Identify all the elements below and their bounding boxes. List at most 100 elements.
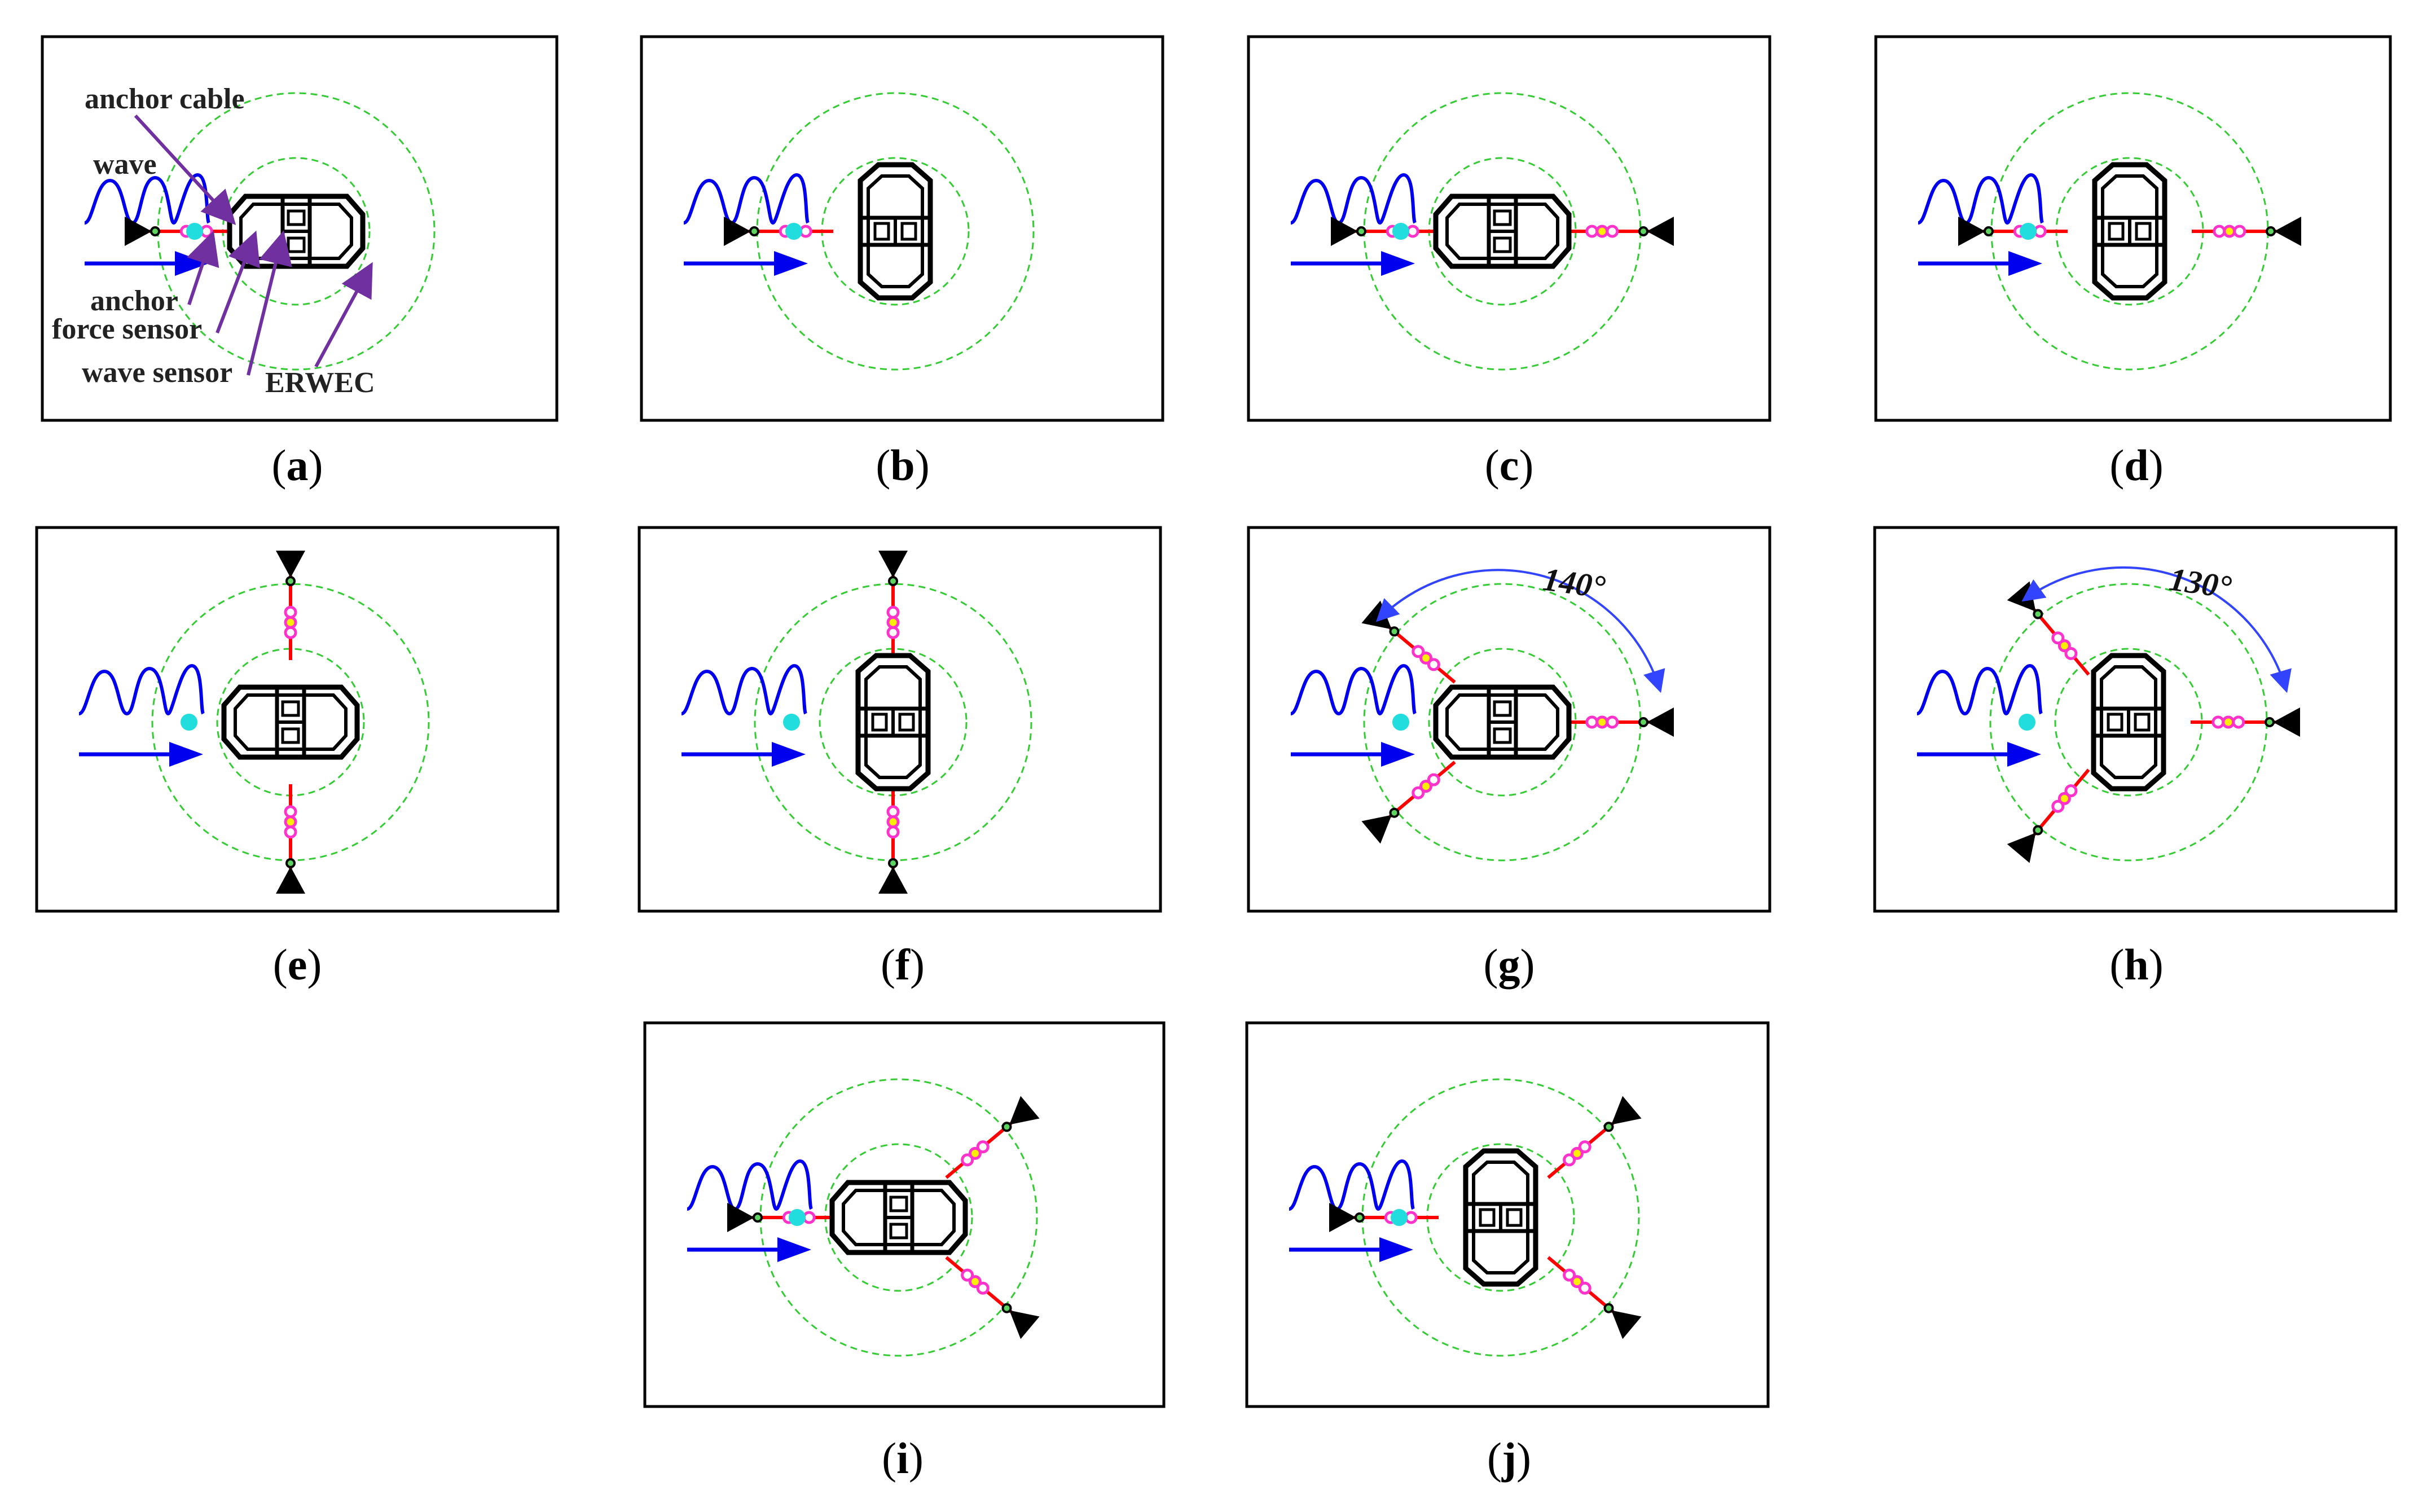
force-sensor-link: [961, 1153, 974, 1167]
pto-box: [1493, 700, 1512, 717]
erwec-device: [855, 653, 931, 792]
annotation-arrow: [134, 114, 236, 225]
force-sensor-link: [886, 805, 900, 819]
force-sensor-link: [1563, 1268, 1576, 1282]
wave-icon: [1288, 1159, 1415, 1211]
pto-box: [900, 222, 917, 241]
erwec-device: [1433, 194, 1572, 269]
erwec-device: [1433, 684, 1572, 760]
force-sensor-link: [1412, 645, 1425, 658]
anchor-icon: [1958, 217, 1985, 246]
panel-label-g: (g): [1483, 940, 1535, 989]
force-sensor-link: [2051, 799, 2065, 813]
force-sensor-link: [2233, 225, 2246, 238]
force-sensor-link: [976, 1140, 990, 1154]
angle-annotation: 130°: [2021, 561, 2292, 693]
force-sensor-link: [1585, 225, 1599, 238]
panel-label-c: (c): [1484, 441, 1534, 490]
panel-j: [1245, 1021, 1770, 1408]
force-sensor-link: [284, 805, 297, 819]
panel-f: [637, 526, 1162, 913]
panel-label-h: (h): [2109, 940, 2164, 989]
wave-icon: [686, 1159, 813, 1211]
wave-sensor: [2020, 223, 2037, 240]
anchor-label: anchor: [90, 285, 178, 317]
anchor-icon: [878, 551, 908, 578]
wave-sensor: [783, 714, 800, 731]
force-sensor-link: [886, 626, 900, 639]
panel-label-f: (f): [881, 940, 925, 989]
wave-icon: [1917, 173, 2044, 225]
mooring-line: [724, 217, 833, 246]
pto-box: [2134, 713, 2151, 732]
mooring-line: [1331, 217, 1440, 246]
pto-box: [1493, 236, 1512, 253]
anchor-icon: [727, 1203, 754, 1232]
arrow-head-icon: [1381, 742, 1415, 767]
angle-arc: [2021, 566, 2292, 693]
cable-joint: [1603, 1303, 1614, 1313]
mooring-line: [1547, 1256, 1642, 1339]
wave-indicator: [686, 1159, 813, 1262]
wave-indicator: [680, 663, 807, 767]
panel-e: [35, 526, 560, 913]
pto-box: [1506, 1208, 1523, 1227]
arrow-head-icon: [774, 251, 808, 276]
wave-sensor: [2019, 714, 2035, 731]
wave-sensor: [186, 223, 203, 240]
arrow-head-icon: [1381, 251, 1415, 276]
force-sensor-link: [968, 1275, 982, 1289]
anchor-icon: [276, 867, 305, 894]
force-sensor-link: [886, 815, 900, 829]
cable-joint: [1389, 807, 1400, 818]
mooring-line: [2192, 217, 2301, 246]
force-sensor-link: [961, 1268, 974, 1282]
erwec-device: [2091, 653, 2166, 792]
wave-indicator: [78, 663, 205, 767]
wave-sensor: [181, 714, 197, 731]
wave-sensor-label: wave sensor: [82, 357, 232, 389]
pto-box: [1493, 727, 1512, 744]
wave-indicator: [1288, 1159, 1415, 1262]
cable-joint: [150, 226, 160, 236]
wave-indicator: [1290, 173, 1417, 276]
cable-joint: [1984, 226, 1994, 236]
force-sensor-link: [886, 616, 900, 629]
force-sensor-label: force sensor: [52, 313, 202, 345]
erwec-device: [1463, 1148, 1538, 1287]
anchor-icon: [1647, 217, 1674, 246]
cable-joint: [2266, 226, 2276, 236]
cable-joint: [1603, 1122, 1614, 1132]
annotation-arrow: [187, 230, 219, 305]
pto-box: [1493, 209, 1512, 226]
wave-icon: [83, 173, 210, 225]
force-sensor-link: [2232, 715, 2245, 729]
anchor-icon: [2274, 217, 2301, 246]
force-sensor-link: [1606, 225, 1619, 238]
erwec-device: [858, 162, 933, 301]
pto-box: [2135, 222, 2152, 241]
force-sensor-link: [2064, 784, 2078, 798]
anchor-icon: [1009, 1310, 1040, 1339]
wave-sensor: [1392, 714, 1409, 731]
anchor-icon: [1647, 707, 1674, 737]
wave-label: wave: [93, 148, 157, 181]
cable-joint: [285, 858, 296, 868]
wave-icon: [1290, 173, 1417, 225]
arrow-head-icon: [777, 1237, 811, 1262]
force-sensor-link: [1419, 780, 1433, 793]
pto-box: [281, 700, 300, 717]
anchor-icon: [2007, 833, 2036, 863]
wave-sensor: [785, 223, 802, 240]
panel-label-b: (b): [876, 441, 930, 490]
force-sensor-link: [1578, 1281, 1591, 1295]
force-sensor-link: [1412, 786, 1425, 799]
anchor-icon: [878, 867, 908, 894]
mooring-line: [1361, 761, 1456, 844]
force-sensor-link: [1606, 715, 1619, 729]
erwec-label: ERWEC: [265, 367, 375, 399]
panel-h: 130°: [1873, 526, 2398, 913]
annotation-arrow: [314, 262, 373, 368]
panel-b: [640, 35, 1164, 422]
cable-joint: [2033, 609, 2043, 619]
